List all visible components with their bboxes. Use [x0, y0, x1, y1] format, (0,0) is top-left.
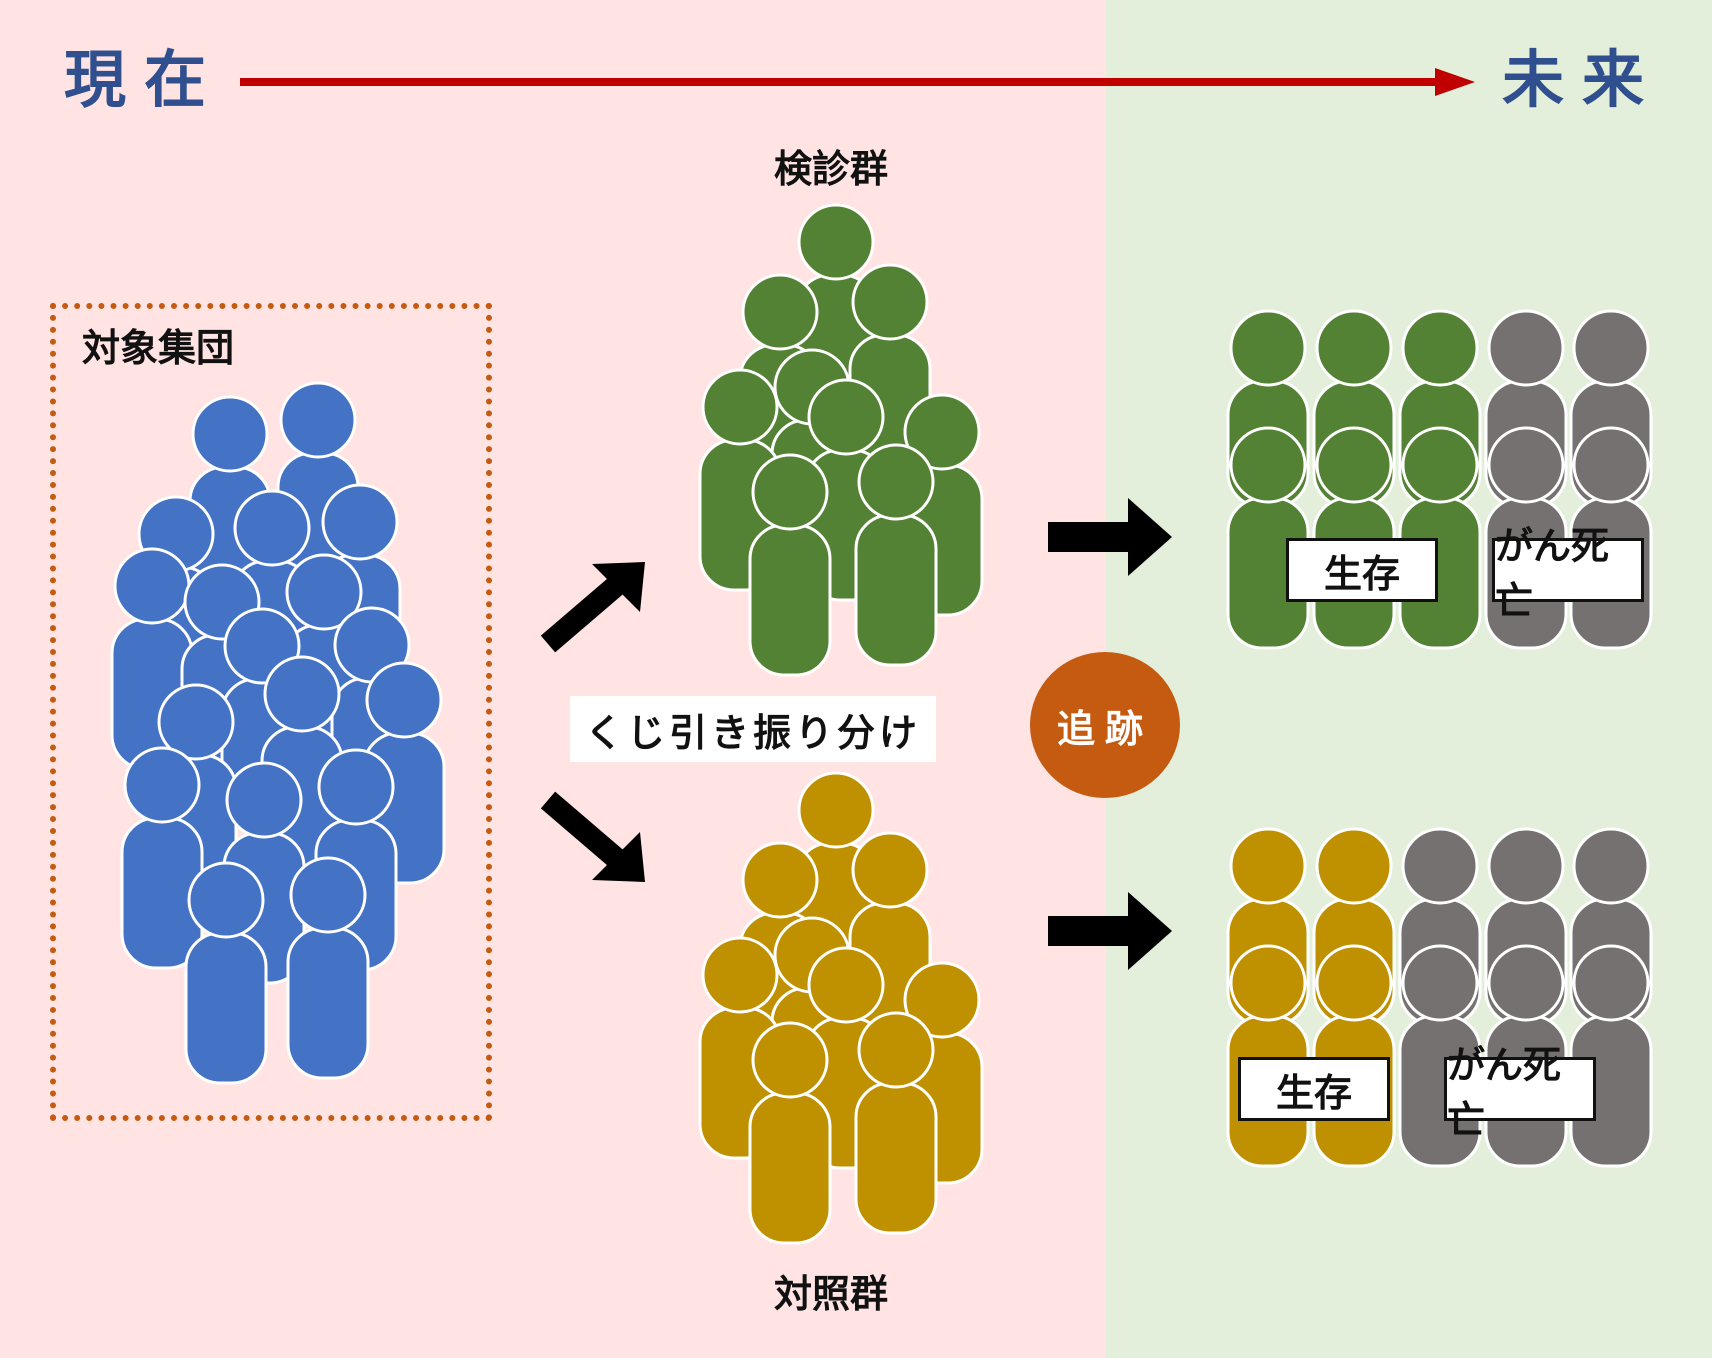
screening-person	[698, 368, 782, 592]
screening-cancer-death-label: がん死亡	[1492, 524, 1644, 623]
screening-survival-label: 生存	[1286, 538, 1438, 602]
screening-group-label: 検診群	[774, 147, 889, 191]
control-person	[748, 1021, 832, 1245]
screening-person	[854, 443, 938, 667]
cohort-person	[184, 861, 268, 1085]
screening-outcome-person	[1226, 426, 1310, 650]
control-outcome-person	[1312, 944, 1396, 1168]
cohort-label: 対象集団	[82, 326, 235, 370]
control-group-label: 対照群	[774, 1272, 889, 1316]
timeline-start-label: 現在	[64, 43, 225, 116]
cohort-person	[120, 746, 204, 970]
timeline-arrow	[240, 68, 1475, 96]
timeline-end-label: 未来	[1502, 43, 1663, 116]
control-outcome-person	[1398, 944, 1482, 1168]
control-outcome-person	[1226, 944, 1310, 1168]
screening-outcome-person	[1398, 426, 1482, 650]
cohort-box	[50, 303, 492, 1121]
randomization-label: くじ引き振り分け	[570, 696, 936, 762]
screening-person	[748, 453, 832, 677]
control-person	[854, 1011, 938, 1235]
control-outcome-person	[1569, 944, 1653, 1168]
follow-up-circle: 追跡	[1030, 652, 1180, 798]
control-cancer-death-label: がん死亡	[1444, 1043, 1596, 1142]
control-survival-label: 生存	[1238, 1057, 1390, 1121]
cohort-person	[286, 856, 370, 1080]
